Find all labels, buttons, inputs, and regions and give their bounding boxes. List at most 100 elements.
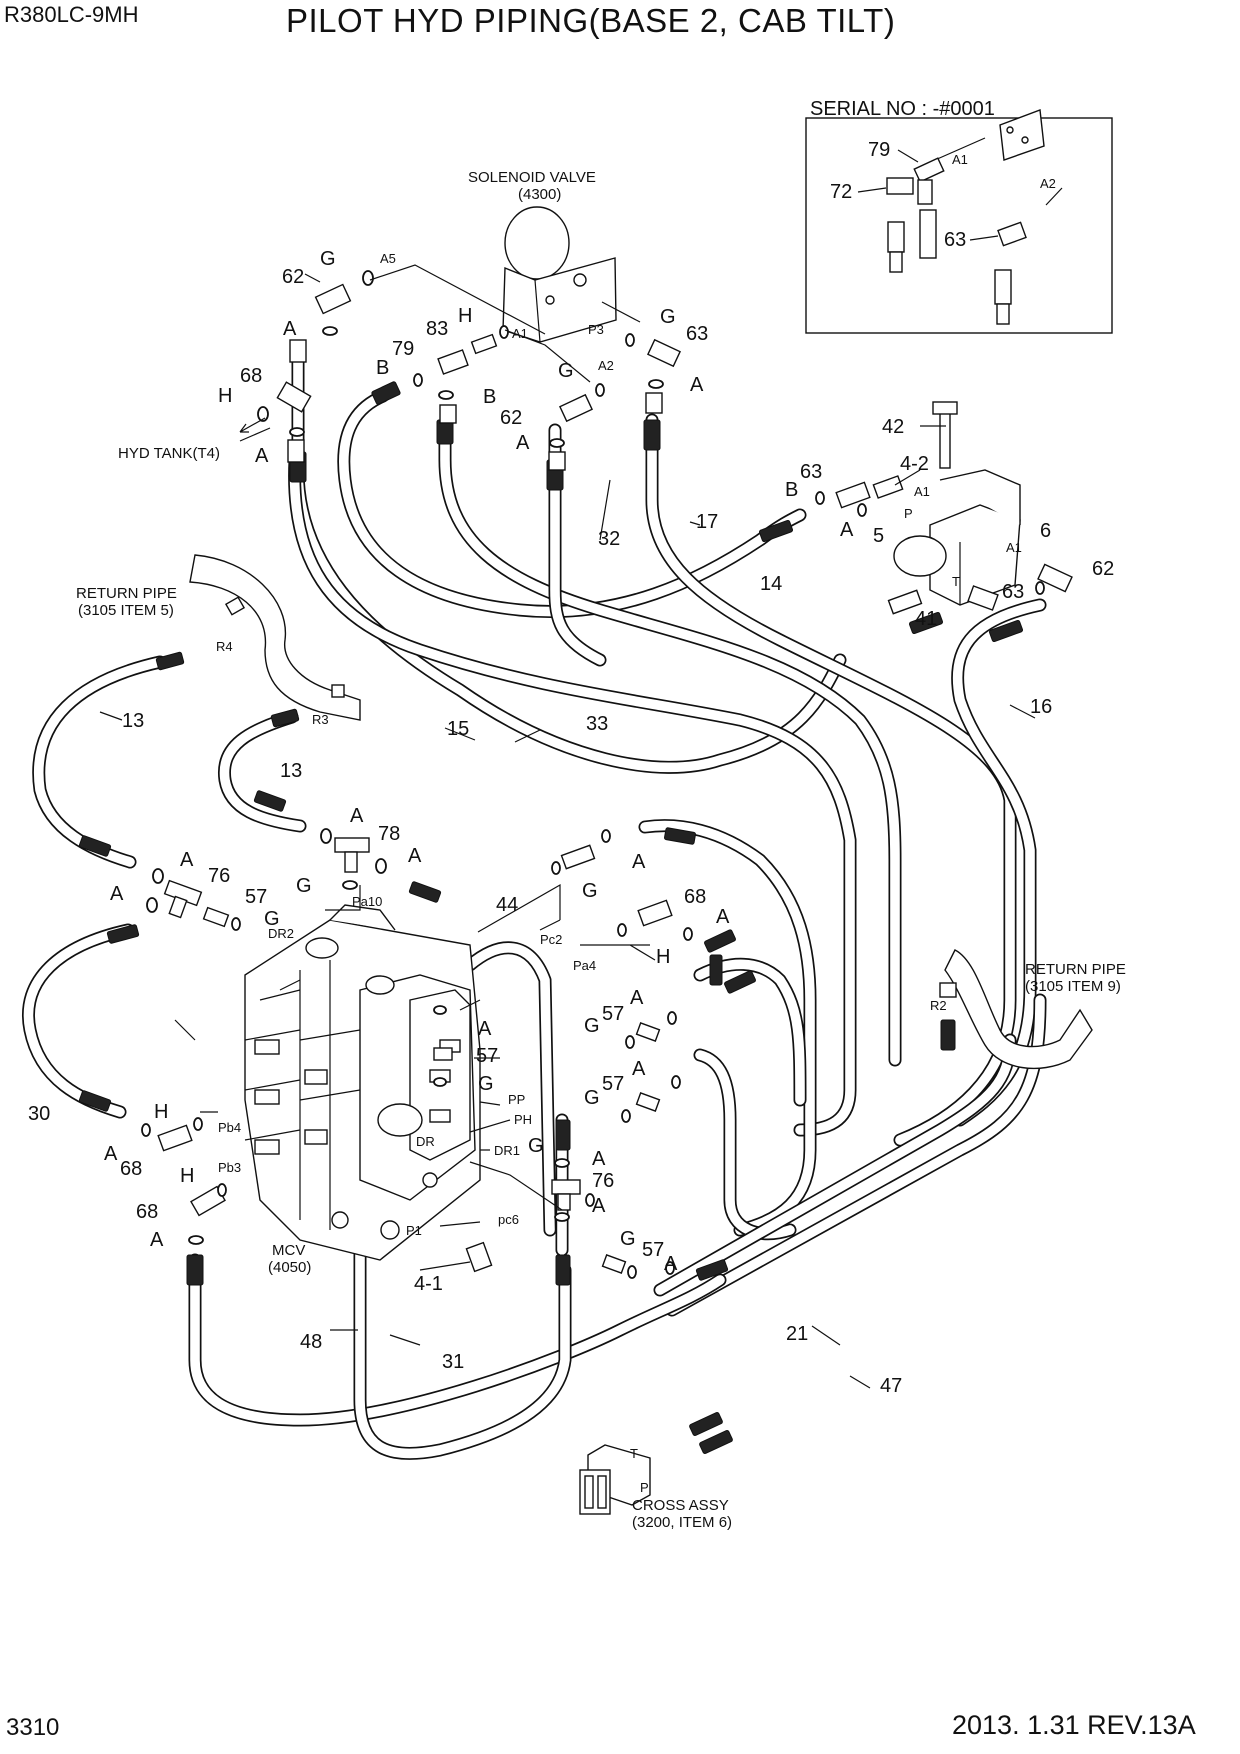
callout-42: 42 [882, 416, 904, 438]
callout-32: 32 [598, 528, 620, 550]
serial-inset-frame [805, 117, 1113, 334]
callout-h: H [154, 1101, 168, 1123]
svg-text:A1: A1 [952, 152, 968, 167]
svg-text:A1: A1 [512, 326, 528, 341]
solenoid-valve-name: SOLENOID VALVE [468, 169, 596, 186]
callout-b: B [785, 479, 798, 501]
callout-a: A [630, 987, 644, 1009]
callout-4-1: 4-1 [414, 1273, 443, 1295]
callout-63: 63 [686, 323, 708, 345]
serial-valve-block [999, 109, 1045, 161]
callout-57: 57 [245, 886, 267, 908]
callout-44: 44 [496, 894, 518, 916]
callout-b: B [483, 386, 496, 408]
callout-a: A [104, 1143, 118, 1165]
svg-text:A5: A5 [380, 251, 396, 266]
svg-text:A2: A2 [598, 358, 614, 373]
callout-30: 30 [28, 1103, 50, 1125]
svg-text:DR1: DR1 [494, 1143, 520, 1158]
callout-a: A [632, 851, 646, 873]
callout-g: G [584, 1015, 600, 1037]
svg-text:A1: A1 [914, 484, 930, 499]
callout-h: H [218, 385, 232, 407]
cross-assy: CROSS ASSY (3200, ITEM 6) T P [579, 1444, 732, 1531]
callout-a: A [150, 1229, 164, 1251]
callout-33: 33 [586, 713, 608, 735]
svg-text:Pa4: Pa4 [573, 958, 596, 973]
callout-a: A [516, 432, 530, 454]
serial-inset-title: SERIAL NO : -#0001 [810, 98, 995, 120]
svg-text:R3: R3 [312, 712, 329, 727]
hose-network [22, 353, 1047, 1460]
callout-h: H [180, 1165, 194, 1187]
callout-g: G [296, 875, 312, 897]
callout-68: 68 [684, 886, 706, 908]
callout-a: A [180, 849, 194, 871]
svg-text:A1: A1 [1006, 540, 1022, 555]
svg-text:63: 63 [944, 229, 966, 251]
callout-b: B [376, 357, 389, 379]
callout-5: 5 [873, 525, 884, 547]
serial-fitting-72 [886, 177, 914, 273]
svg-text:P1: P1 [406, 1223, 422, 1238]
svg-text:DR: DR [416, 1134, 435, 1149]
svg-text:Pa10: Pa10 [352, 894, 382, 909]
callout-g: G [320, 248, 336, 270]
svg-text:PH: PH [514, 1112, 532, 1127]
svg-text:RETURN PIPE: RETURN PIPE [76, 585, 177, 602]
svg-text:P: P [640, 1480, 649, 1495]
callout-62: 62 [500, 407, 522, 429]
serial-inset: SERIAL NO : -#0001 A1 A2 79 72 63 [805, 98, 1113, 334]
svg-text:R4: R4 [216, 639, 233, 654]
callout-48: 48 [300, 1331, 322, 1353]
callout-h: H [458, 305, 472, 327]
svg-text:PP: PP [508, 1092, 525, 1107]
callout-31: 31 [442, 1351, 464, 1373]
callout-15: 15 [447, 718, 469, 740]
leader-lines [99, 264, 1036, 1389]
callout-13: 13 [122, 710, 144, 732]
port-labels: A5 A1 P3 A2 R4 R3 Pa10 DR2 Pc2 Pa4 Pb4 P… [216, 251, 947, 1238]
callout-g: G [660, 306, 676, 328]
svg-text:R2: R2 [930, 998, 947, 1013]
svg-text:P3: P3 [588, 322, 604, 337]
callout-78: 78 [378, 823, 400, 845]
callout-g: G [584, 1087, 600, 1109]
callout-17: 17 [696, 511, 718, 533]
revision-info: 2013. 1.31 REV.13A [952, 1710, 1196, 1740]
svg-text:72: 72 [830, 181, 852, 203]
callout-a: A [716, 906, 730, 928]
callout-14: 14 [760, 573, 782, 595]
svg-text:T: T [952, 574, 960, 589]
callout-68: 68 [240, 365, 262, 387]
callout-a: A [592, 1148, 606, 1170]
callout-g: G [558, 360, 574, 382]
svg-text:RETURN PIPE: RETURN PIPE [1025, 961, 1126, 978]
svg-text:pc6: pc6 [498, 1212, 519, 1227]
callout-57: 57 [642, 1239, 664, 1261]
mcv-code: (4050) [268, 1259, 311, 1276]
callout-57: 57 [476, 1045, 498, 1067]
solenoid-valve-code: (4300) [518, 186, 561, 203]
svg-text:Pb4: Pb4 [218, 1120, 241, 1135]
hyd-tank-label: HYD TANK(T4) [118, 445, 220, 462]
callout-g: G [264, 908, 280, 930]
svg-text:DR2: DR2 [268, 926, 294, 941]
callout-57: 57 [602, 1003, 624, 1025]
callout-a: A [408, 845, 422, 867]
callout-g: G [528, 1135, 544, 1157]
callout-21: 21 [786, 1323, 808, 1345]
callout-a: A [592, 1195, 606, 1217]
svg-text:79: 79 [868, 139, 890, 161]
callout-a: A [840, 519, 854, 541]
callout-76: 76 [592, 1170, 614, 1192]
callout-a: A [255, 445, 269, 467]
svg-text:(3105 ITEM 5): (3105 ITEM 5) [78, 602, 174, 619]
svg-text:(3200, ITEM 6): (3200, ITEM 6) [632, 1514, 732, 1531]
pilot-valve-assembly: A1 P A1 T [835, 401, 1073, 615]
return-pipe-left: RETURN PIPE (3105 ITEM 5) [76, 554, 361, 721]
callout-a: A [690, 374, 704, 396]
svg-text:Pc2: Pc2 [540, 932, 562, 947]
callout-6: 6 [1040, 520, 1051, 542]
